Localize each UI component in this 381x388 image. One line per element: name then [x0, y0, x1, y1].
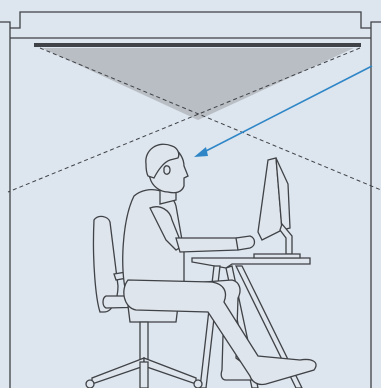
- ceiling-light-fixture-icon: [34, 43, 361, 47]
- chair-leg-center: [139, 361, 149, 388]
- right-window-frame: [370, 21, 381, 38]
- light-boundary-lines: [7, 47, 381, 193]
- right-window-sill: [347, 11, 371, 29]
- sight-line: [203, 65, 373, 153]
- light-cone: [42, 48, 354, 120]
- chair-caster-right: [193, 379, 203, 388]
- desktop-monitor-icon: [253, 157, 301, 259]
- person-hair: [145, 143, 180, 179]
- monitor-base: [253, 253, 301, 259]
- person-hand: [235, 235, 256, 251]
- sight-arrowhead: [194, 147, 208, 157]
- person-near-leg: [123, 279, 317, 386]
- room-outline: [0, 11, 381, 388]
- light-boundary-left: [39, 47, 381, 191]
- person-ear: [163, 165, 171, 175]
- desk-leg-back-right: [234, 265, 303, 388]
- chair-column: [139, 321, 149, 361]
- left-window-frame: [0, 21, 11, 38]
- monitor-screen: [257, 157, 283, 241]
- left-window-sill: [10, 11, 34, 29]
- line-of-sight-arrow-icon: [194, 65, 373, 157]
- light-boundary-right: [7, 47, 361, 193]
- chair-caster-left: [85, 379, 95, 388]
- monitor-back: [275, 157, 291, 231]
- person-forearm: [175, 237, 244, 253]
- ceiling-light: [34, 43, 361, 120]
- desk-top: [191, 257, 311, 269]
- seated-person-icon: [122, 143, 317, 386]
